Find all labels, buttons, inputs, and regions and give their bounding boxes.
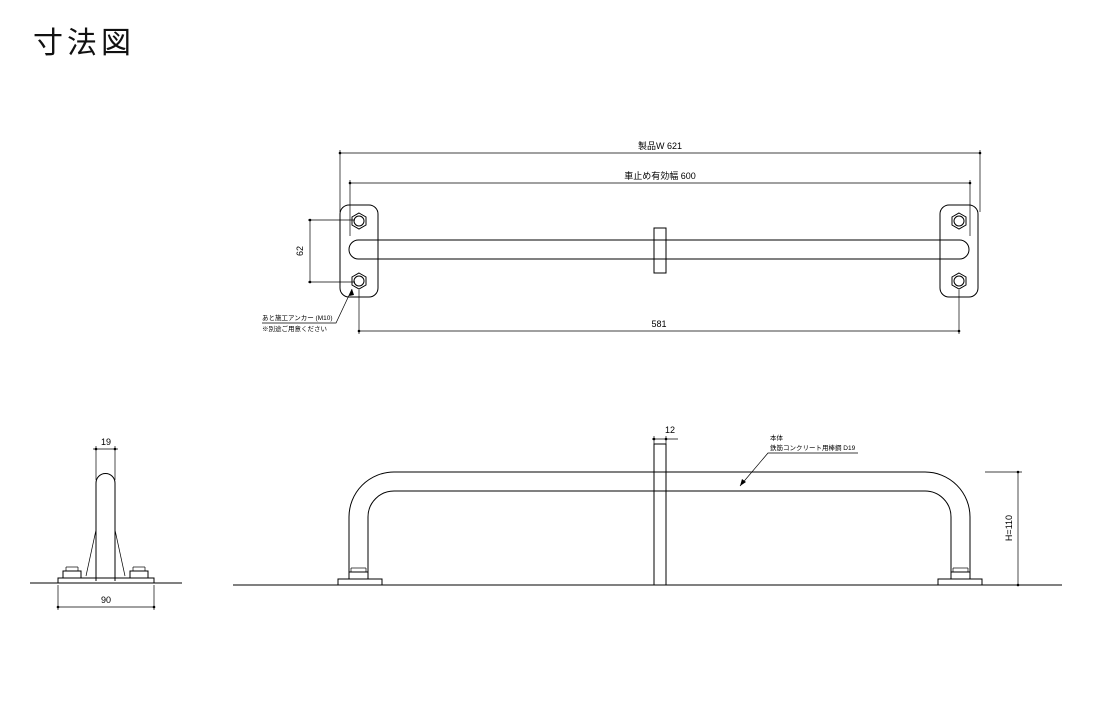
anchor-spacing-label: 581 bbox=[651, 319, 666, 329]
left-base-plate bbox=[339, 204, 379, 298]
pipe-plan bbox=[348, 239, 970, 260]
pipe-side bbox=[95, 473, 116, 581]
bolt-spacing-label: 62 bbox=[295, 246, 305, 256]
nut-icon bbox=[129, 570, 149, 579]
page-title: 寸法図 bbox=[33, 26, 135, 61]
front-view: 12 本体 鉄筋コンクリート用棒鋼 D19 H=110 bbox=[233, 425, 1062, 587]
anchor-note-line2: ※別途ご用意ください bbox=[262, 324, 327, 333]
height-label: H=110 bbox=[1004, 515, 1014, 541]
overall-width-label: 製品W 621 bbox=[638, 140, 682, 151]
left-base-front bbox=[337, 578, 383, 586]
bolt-icon bbox=[351, 212, 367, 230]
pipe-diameter-label: 19 bbox=[101, 437, 111, 447]
nut-icon bbox=[348, 571, 369, 580]
base-width-label: 90 bbox=[101, 595, 111, 605]
bolt-icon bbox=[951, 272, 967, 290]
nut-icon bbox=[950, 571, 971, 580]
bolt-icon bbox=[951, 212, 967, 230]
right-base-front bbox=[937, 578, 983, 586]
center-post-plan bbox=[653, 227, 667, 274]
bolt-icon bbox=[351, 272, 367, 290]
post-width-label: 12 bbox=[665, 425, 675, 435]
anchor-note-line1: あと施工アンカー (M10) bbox=[262, 313, 333, 322]
effective-width-label: 車止め有効幅 600 bbox=[624, 170, 696, 181]
nut-icon bbox=[62, 570, 82, 579]
plan-view: 製品W 621 車止め有効幅 600 62 bbox=[262, 140, 982, 334]
base-plate-side bbox=[57, 577, 155, 584]
side-view: 19 90 bbox=[30, 437, 182, 610]
body-note-line2: 鉄筋コンクリート用棒鋼 D19 bbox=[770, 443, 856, 452]
right-base-plate bbox=[939, 204, 979, 298]
center-post-front bbox=[653, 443, 667, 586]
body-note-line1: 本体 bbox=[770, 433, 784, 442]
